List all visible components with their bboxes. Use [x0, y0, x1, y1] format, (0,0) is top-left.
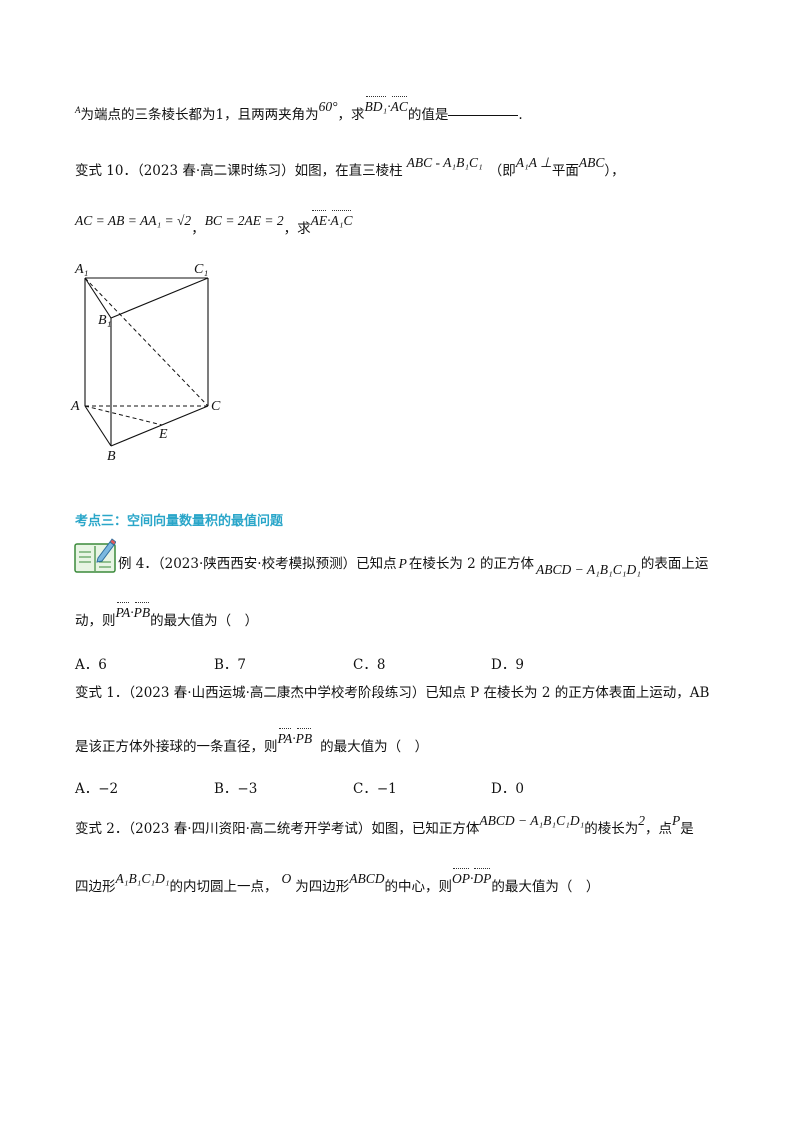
dot: · — [470, 871, 474, 886]
vector-expression: OP·DP — [452, 868, 492, 886]
variant-2-line-2: 四边形A₁B₁C₁D₁的内切圆上一点，O为四边形ABCD的中心，则OP·DP的最… — [75, 868, 600, 896]
option-b[interactable]: B．7 — [214, 657, 247, 673]
vector: BD₁ — [364, 96, 388, 114]
label-b: B — [107, 449, 116, 464]
plane-abc: ABC — [578, 155, 605, 170]
quadrilateral: ABCD — [349, 871, 385, 886]
text: （即 — [488, 163, 516, 179]
dot: · — [292, 731, 296, 746]
vector: AE — [310, 210, 328, 228]
text: 四边形 — [75, 879, 116, 895]
prism-figure: A₁ C₁ B₁ A C E B — [70, 262, 221, 464]
point-o: O — [281, 871, 292, 886]
text: 为端点的三条棱长都为1，且两两夹角为 — [80, 107, 319, 123]
vector-expression: PA·PB — [277, 728, 313, 746]
vector: PB — [133, 602, 151, 620]
section-title: 考点三：空间向量数量积的最值问题 — [75, 514, 284, 529]
example-4-line-2: 动，则PA·PB的最大值为（ ） — [75, 602, 259, 630]
vector-expression: AE·A₁C — [310, 210, 353, 228]
option-a[interactable]: A．−2 — [75, 781, 119, 797]
dot: · — [387, 99, 391, 114]
text: 是 — [680, 821, 694, 837]
label-b1: B₁ — [98, 313, 111, 328]
text: 的最大值为（ ） — [320, 739, 429, 755]
angle: 60° — [318, 99, 338, 114]
vector: PA — [277, 728, 293, 746]
equation: AC = AB = AA₁ = √2 — [75, 213, 192, 228]
equation: BC = 2AE = 2 — [204, 213, 284, 228]
variant-10-given: AC = AB = AA₁ = √2，BC = 2AE = 2，求AE·A₁C — [75, 210, 352, 238]
variant-1-line-1: 变式 1．（2023 春·山西运城·高二康杰中学校考阶段练习）已知点 P 在棱长… — [75, 685, 710, 701]
edge-length: 2 — [638, 813, 646, 828]
option-d[interactable]: D．0 — [491, 781, 524, 797]
text: 的值是 — [407, 107, 449, 123]
variant-2-line-1: 变式 2．（2023 春·四川资阳·高二统考开学考试）如图，已知正方体ABCD … — [75, 813, 694, 838]
answer-blank — [448, 115, 519, 116]
text: 变式 10．（2023 春·高二课时练习）如图，在直三棱柱 — [75, 163, 403, 179]
text: 动，则 — [75, 613, 116, 629]
vector: PA — [115, 602, 131, 620]
text: ，求 — [337, 107, 365, 123]
option-c[interactable]: C．−1 — [353, 781, 397, 797]
vector: DP — [473, 868, 492, 886]
text: 平面 — [551, 163, 579, 179]
option-c[interactable]: C．8 — [353, 657, 386, 673]
option-d[interactable]: D．9 — [491, 657, 524, 673]
label-e: E — [158, 427, 168, 442]
quadrilateral: A₁B₁C₁D₁ — [115, 871, 170, 886]
point-p: P — [672, 813, 681, 828]
text: . — [518, 107, 523, 123]
label-a: A — [70, 399, 80, 414]
text: 变式 2．（2023 春·四川资阳·高二统考开学考试）如图，已知正方体 — [75, 821, 480, 837]
option-a[interactable]: A．6 — [75, 657, 107, 673]
problem-9-tail: A为端点的三条棱长都为1，且两两夹角为60°，求BD₁·AC的值是. — [75, 96, 523, 125]
label-a1: A₁ — [74, 262, 88, 277]
vector: OP — [452, 868, 471, 886]
point-p: P — [398, 556, 407, 571]
dot: · — [327, 213, 331, 228]
text: 的最大值为（ ） — [150, 613, 259, 629]
text: 的表面上运 — [640, 556, 709, 572]
text: ，求 — [283, 221, 311, 237]
option-b[interactable]: B．−3 — [214, 781, 258, 797]
vector: AC — [390, 96, 408, 114]
variant-1-line-2: 是该正方体外接球的一条直径，则PA·PB 的最大值为（ ） — [75, 728, 429, 756]
text: 的棱长为 — [584, 821, 639, 837]
vector: PB — [295, 728, 313, 746]
dot: · — [130, 605, 134, 620]
vector-expression: PA·PB — [115, 602, 151, 620]
prism: ABC - A₁B₁C₁ — [406, 155, 483, 170]
book-pencil-icon — [74, 538, 116, 573]
label-c: C — [211, 399, 221, 414]
text: 是该正方体外接球的一条直径，则 — [75, 739, 278, 755]
text: ，点 — [645, 821, 673, 837]
vector-expression: BD₁·AC — [364, 96, 408, 114]
text: 的中心，则 — [384, 879, 453, 895]
text: 的最大值为（ ） — [491, 879, 600, 895]
text: 在棱长为 2 的正方体 — [408, 556, 534, 572]
label-c1: C₁ — [194, 262, 208, 277]
vertex-a: A — [75, 105, 81, 115]
variant-10-statement: 变式 10．（2023 春·高二课时练习）如图，在直三棱柱ABC - A₁B₁C… — [75, 155, 625, 180]
text: 为四边形 — [295, 879, 350, 895]
text: ）， — [604, 163, 625, 179]
perpendicular: A₁A ⊥ — [515, 155, 552, 170]
text: 例 4．（2023·陕西西安·校考模拟预测）已知点 — [118, 556, 397, 572]
vector: A₁C — [330, 210, 353, 228]
cube: ABCD − A₁B₁C₁D₁ — [479, 813, 585, 828]
text: 的内切圆上一点， — [169, 879, 278, 895]
cube: ABCD − A₁B₁C₁D₁ — [536, 562, 641, 577]
text: ， — [191, 221, 205, 237]
